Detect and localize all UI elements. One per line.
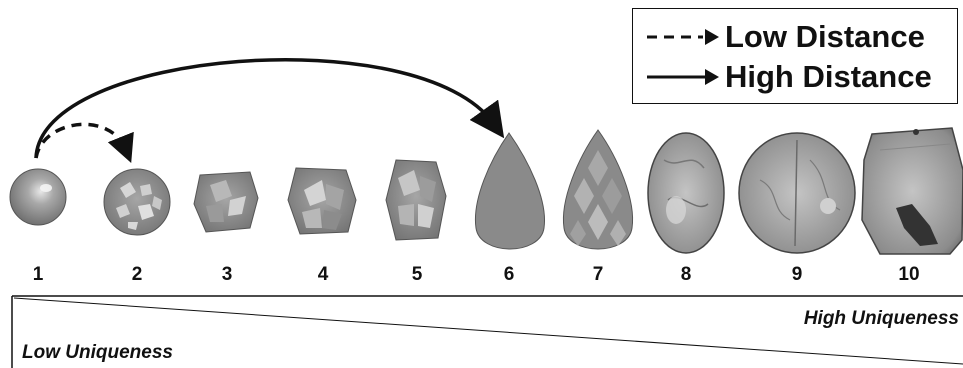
item-number-9: 9 [791,264,803,285]
gem-5-icon [385,159,447,241]
gem-4-icon [287,167,357,235]
legend-low-label: Low Distance [725,19,925,54]
uniqueness-wedge [11,295,963,368]
legend: Low Distance High Distance [632,8,958,104]
legend-high-label: High Distance [725,59,932,94]
item-number-10: 10 [898,264,920,285]
gem-6-icon [474,132,546,250]
dashed-arrow-icon [647,29,719,45]
item-number-5: 5 [411,264,423,285]
gem-8-icon [647,132,725,254]
gem-10-icon [861,127,963,255]
item-number-1: 1 [32,264,44,285]
item-number-3: 3 [221,264,233,285]
solid-arrow-icon [647,69,719,85]
item-number-2: 2 [131,264,143,285]
gem-3-icon [193,171,259,233]
low-uniqueness-label: Low Uniqueness [22,342,173,363]
low-distance-arrow [34,122,134,163]
item-number-8: 8 [680,264,692,285]
gem-1-icon [9,168,67,226]
item-number-7: 7 [592,264,604,285]
legend-high-distance: High Distance [633,57,957,97]
item-number-4: 4 [317,264,329,285]
high-distance-arrow [34,58,505,159]
gem-7-icon [562,129,634,250]
high-uniqueness-label: High Uniqueness [803,308,959,329]
gem-2-icon [103,168,171,236]
legend-low-distance: Low Distance [633,17,957,57]
gem-9-icon [738,132,856,254]
item-number-6: 6 [503,264,515,285]
